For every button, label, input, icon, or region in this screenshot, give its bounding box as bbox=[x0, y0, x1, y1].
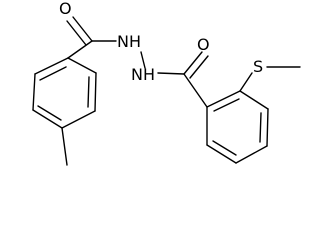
bond-methyl bbox=[61, 127, 68, 166]
chemical-structure: O NH NH O S bbox=[32, 0, 301, 166]
bond-carbonyl2-a bbox=[183, 51, 203, 75]
right-benzene-ring bbox=[206, 90, 269, 164]
nh-label-bottom: NH bbox=[131, 65, 155, 84]
bond-ring1-inner-b bbox=[87, 76, 90, 108]
bond-ring2-1 bbox=[206, 90, 241, 108]
bond-ring2-inner-b bbox=[259, 112, 262, 143]
bond-ring2-3 bbox=[266, 108, 269, 147]
bond-carbonyl2-b bbox=[189, 55, 209, 79]
bond-ring1-2 bbox=[94, 72, 97, 112]
bond-nh2-to-carbonyl2 bbox=[157, 72, 185, 75]
bond-ring2-5 bbox=[206, 144, 237, 164]
bond-ring1-to-carbonyl bbox=[67, 40, 93, 59]
bond-carbonyl1-a bbox=[72, 16, 93, 42]
bond-ring1-4 bbox=[32, 109, 63, 129]
oxygen-label-right: O bbox=[197, 35, 210, 54]
bond-ring1-1 bbox=[67, 57, 97, 74]
bond-ring2-to-sulfur bbox=[239, 72, 253, 92]
bond-carbonyl1-b bbox=[66, 20, 87, 46]
nh-label-top: NH bbox=[117, 32, 141, 51]
bond-ring2-inner-c bbox=[212, 140, 237, 156]
bond-ring1-6 bbox=[34, 57, 69, 75]
bond-carbonyl2-to-ring2 bbox=[183, 73, 208, 108]
bond-ring1-inner-a bbox=[39, 66, 67, 81]
bond-nh1-to-nh2 bbox=[140, 51, 146, 69]
sulfur-label: S bbox=[253, 57, 263, 76]
bond-ring2-2 bbox=[239, 90, 269, 110]
bond-ring2-inner-a bbox=[213, 98, 240, 112]
left-benzene-ring bbox=[32, 57, 97, 129]
oxygen-label-left: O bbox=[59, 0, 72, 18]
bond-ring1-5 bbox=[32, 73, 36, 111]
bond-ring1-3 bbox=[61, 110, 96, 129]
bond-ring2-4 bbox=[235, 145, 268, 164]
bond-ring1-inner-c bbox=[37, 105, 62, 121]
